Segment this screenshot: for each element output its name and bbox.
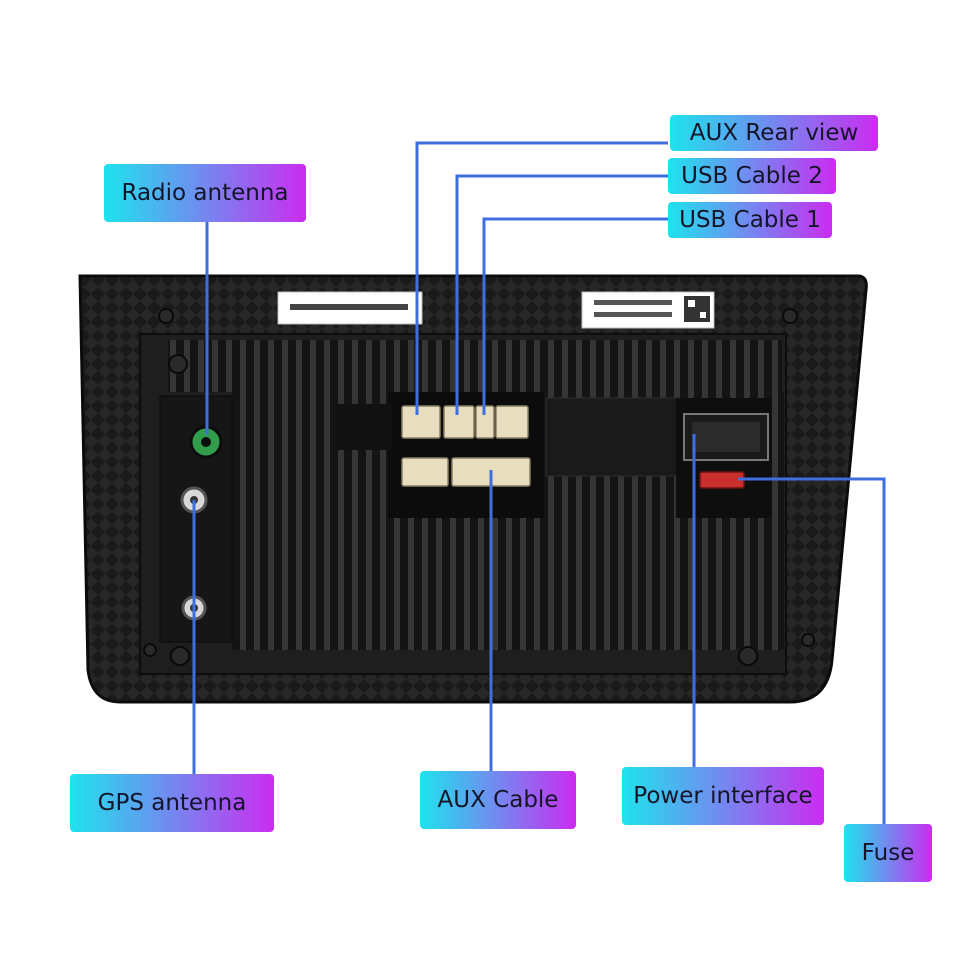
callout-usb-cable-1: USB Cable 1	[668, 202, 832, 238]
callout-aux-rear-view: AUX Rear view	[670, 115, 878, 151]
callout-gps-antenna-text: GPS antenna	[97, 790, 247, 816]
mounting-screws	[143, 308, 815, 666]
label-sticker-right	[581, 291, 715, 329]
leader-lines	[192, 141, 886, 825]
callout-usb-cable-2: USB Cable 2	[668, 158, 836, 194]
callout-power-interface: Power interface	[622, 767, 824, 825]
leader-line-aux-rear-view	[415, 141, 668, 415]
connector-row-bottom	[401, 457, 531, 487]
callout-usb-cable-1-text: USB Cable 1	[679, 207, 821, 233]
callout-usb-cable-2-text: USB Cable 2	[681, 163, 823, 189]
leader-line-usb-cable-2	[455, 174, 668, 415]
callout-radio-antenna-text: Radio antenna	[121, 180, 289, 206]
callout-gps-antenna: GPS antenna	[70, 774, 274, 832]
fuse	[699, 471, 745, 489]
callout-aux-cable: AUX Cable	[420, 771, 576, 829]
callout-fuse: Fuse	[844, 824, 932, 882]
callout-aux-rear-view-text: AUX Rear view	[689, 120, 859, 146]
leader-line-fuse	[738, 477, 886, 825]
label-sticker-left	[277, 291, 423, 325]
callout-fuse-text: Fuse	[861, 840, 915, 866]
power-connector	[683, 413, 769, 461]
connector-row-top	[401, 405, 529, 439]
radio-antenna-jack	[189, 425, 223, 459]
callout-radio-antenna: Radio antenna	[104, 164, 306, 222]
callout-power-interface-text: Power interface	[633, 783, 813, 809]
callout-aux-cable-text: AUX Cable	[437, 787, 559, 813]
leader-line-usb-cable-1	[482, 217, 668, 415]
